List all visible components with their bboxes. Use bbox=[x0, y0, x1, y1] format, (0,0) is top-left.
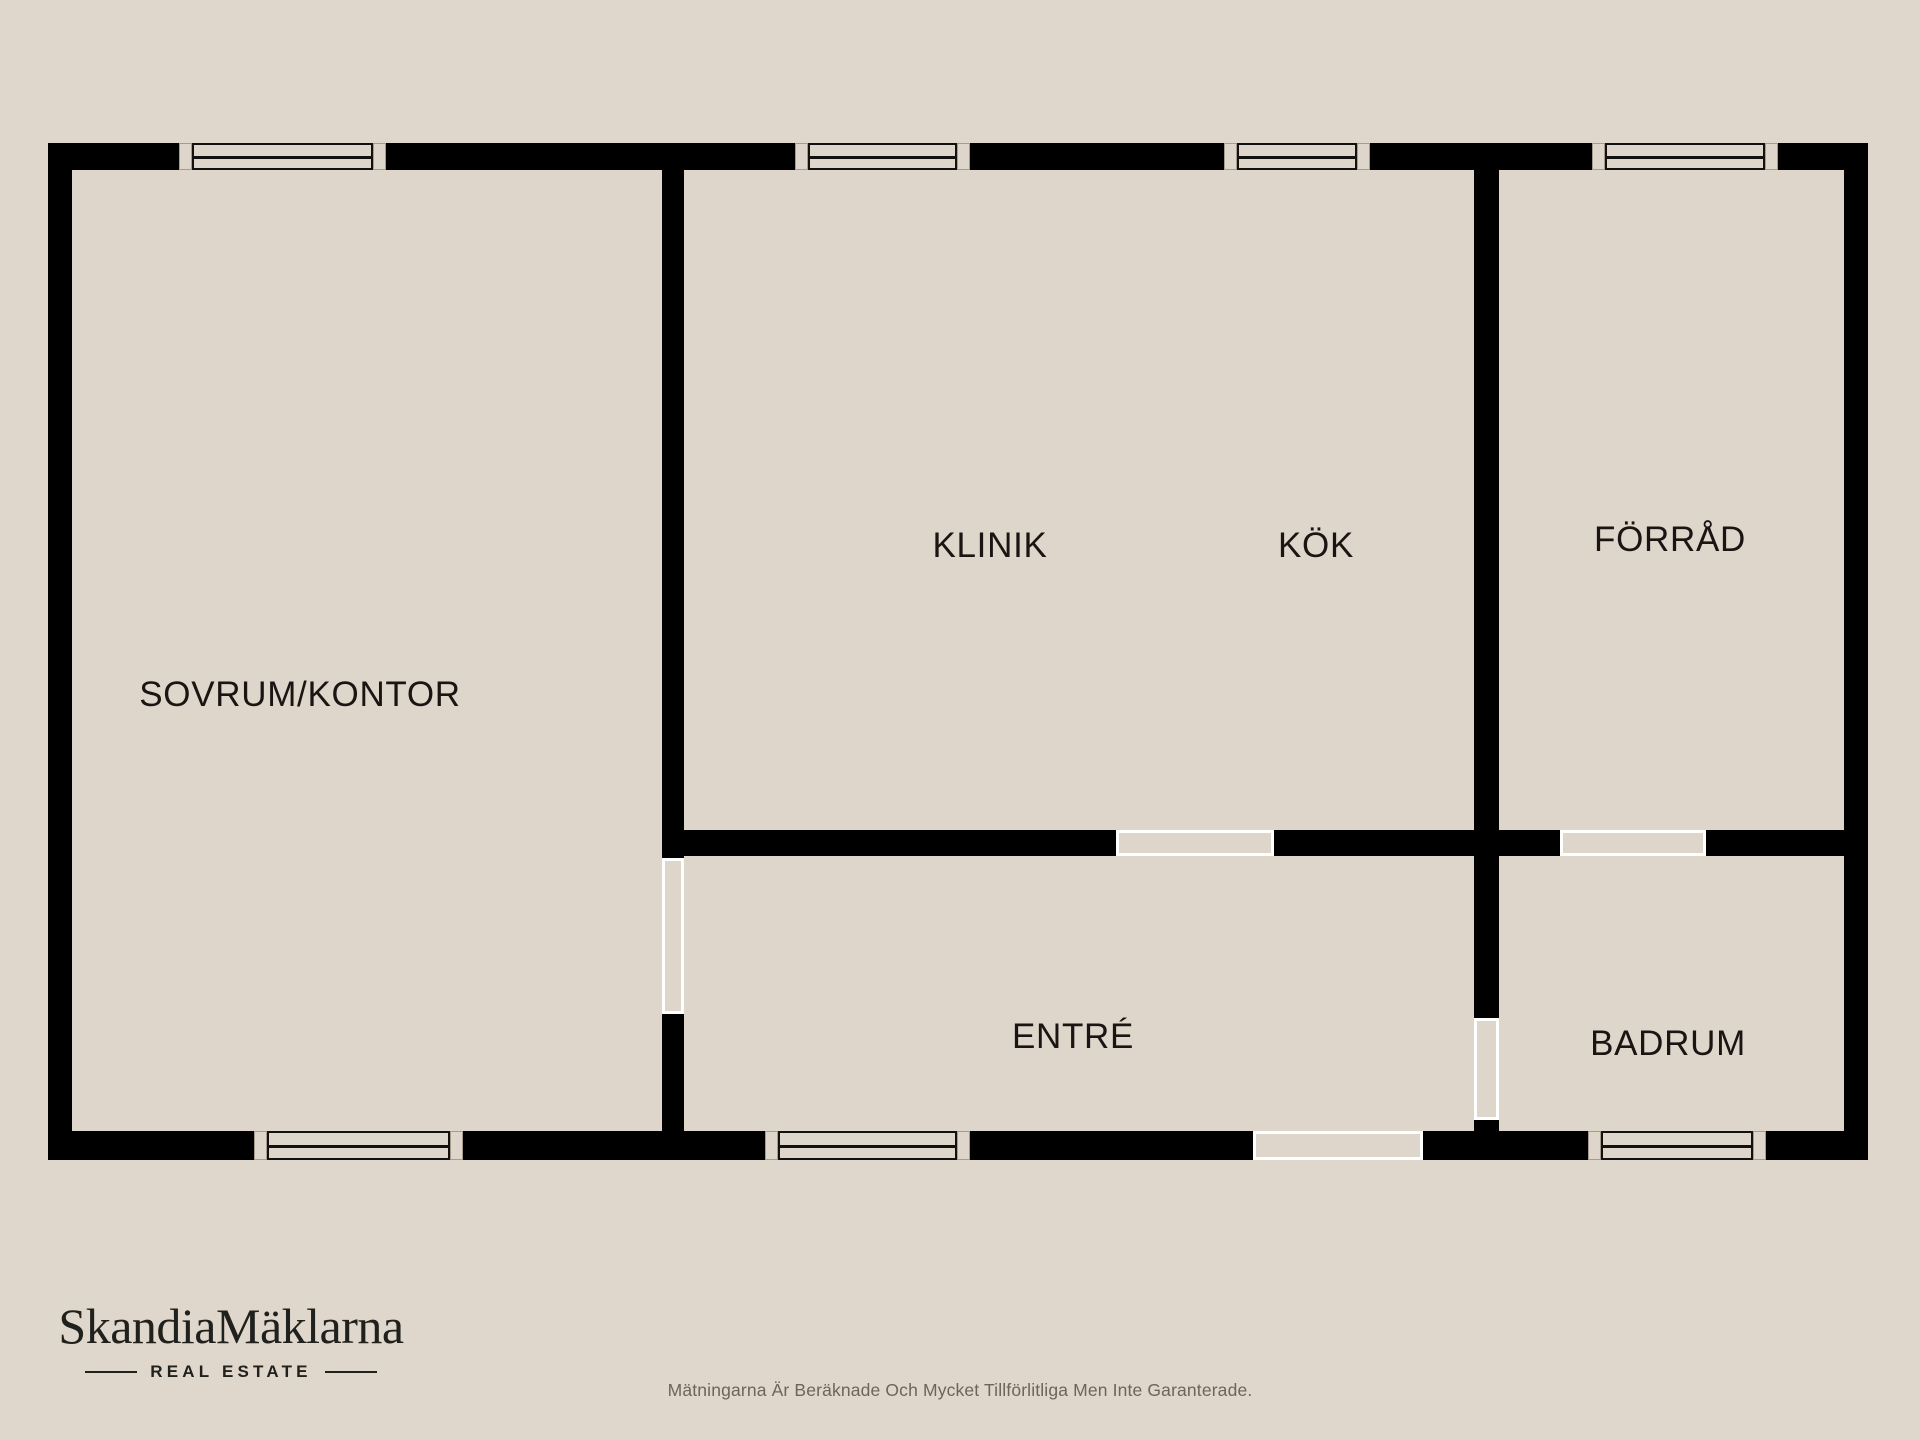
room-label-sovrum-kontor: SOVRUM/KONTOR bbox=[139, 675, 461, 714]
brand-rule-left bbox=[85, 1370, 138, 1373]
brand-rule-right bbox=[324, 1370, 377, 1373]
room-area-klinik-kok bbox=[684, 170, 1474, 830]
window-jamb-left bbox=[1588, 1131, 1601, 1160]
window-jamb-left bbox=[1592, 143, 1605, 170]
window-pane bbox=[192, 143, 373, 170]
interior-wall-badrum-top bbox=[1704, 830, 1868, 856]
window-pane bbox=[808, 143, 957, 170]
window-jamb-right bbox=[1765, 143, 1778, 170]
window-jamb-right bbox=[450, 1131, 463, 1160]
window-jamb-right bbox=[373, 143, 386, 170]
window-jamb-right bbox=[957, 143, 970, 170]
window-pane bbox=[778, 1131, 957, 1160]
room-area-entre bbox=[684, 855, 1474, 1160]
window-bottom-badrum bbox=[1588, 1131, 1766, 1160]
interior-wall-badrum-divider-stub bbox=[1474, 1118, 1499, 1160]
footer: SkandiaMäklarna REAL ESTATE Mätningarna … bbox=[0, 1280, 1920, 1440]
window-pane bbox=[1237, 143, 1357, 170]
brand-logo: SkandiaMäklarna REAL ESTATE bbox=[36, 1300, 426, 1382]
exterior-wall-left bbox=[48, 143, 72, 1160]
interior-wall-badrum-divider bbox=[1474, 855, 1499, 1020]
doorway-klinik-to-entre bbox=[1116, 830, 1274, 856]
window-top-kok bbox=[1224, 143, 1370, 170]
window-jamb-right bbox=[1753, 1131, 1766, 1160]
room-label-forrad: FÖRRÅD bbox=[1594, 520, 1746, 559]
window-top-sovrum bbox=[179, 143, 386, 170]
window-top-klinik bbox=[795, 143, 970, 170]
interior-wall-forrad-divider bbox=[1474, 160, 1499, 855]
room-label-kok: KÖK bbox=[1277, 526, 1355, 565]
room-area-badrum bbox=[1499, 855, 1844, 1160]
window-jamb-left bbox=[765, 1131, 778, 1160]
window-jamb-right bbox=[957, 1131, 970, 1160]
window-top-forrad bbox=[1592, 143, 1778, 170]
room-label-entre: ENTRÉ bbox=[1011, 1017, 1135, 1056]
room-area-forrad bbox=[1499, 170, 1844, 830]
window-jamb-left bbox=[795, 143, 808, 170]
window-jamb-left bbox=[254, 1131, 267, 1160]
window-jamb-right bbox=[1357, 143, 1370, 170]
room-area-sovrum-kontor bbox=[72, 170, 662, 1160]
interior-wall-sovrum-divider-lower bbox=[662, 1012, 684, 1160]
doorway-entre-to-badrum bbox=[1474, 1018, 1499, 1120]
window-bottom-sovrum bbox=[254, 1131, 463, 1160]
room-label-klinik: KLINIK bbox=[932, 526, 1048, 565]
interior-wall-entre-top-left bbox=[662, 830, 1118, 856]
interior-wall-sovrum-divider bbox=[662, 160, 684, 860]
doorway-sovrum-to-entre bbox=[662, 858, 684, 1014]
interior-wall-entre-top-right bbox=[1272, 830, 1562, 856]
doorway-entre-exterior bbox=[1253, 1131, 1423, 1160]
window-pane bbox=[1605, 143, 1765, 170]
disclaimer-text: Mätningarna Är Beräknade Och Mycket Till… bbox=[667, 1380, 1253, 1400]
brand-tagline: REAL ESTATE bbox=[150, 1361, 312, 1381]
window-pane bbox=[1601, 1131, 1753, 1160]
window-pane bbox=[267, 1131, 450, 1160]
window-jamb-left bbox=[179, 143, 192, 170]
doorway-forrad-to-badrum bbox=[1560, 830, 1706, 856]
exterior-wall-right bbox=[1844, 143, 1868, 1160]
window-bottom-entre bbox=[765, 1131, 970, 1160]
brand-wordmark: SkandiaMäklarna bbox=[58, 1298, 404, 1354]
window-jamb-left bbox=[1224, 143, 1237, 170]
room-label-badrum: BADRUM bbox=[1590, 1024, 1746, 1063]
brand-tagline-row: REAL ESTATE bbox=[36, 1362, 426, 1382]
